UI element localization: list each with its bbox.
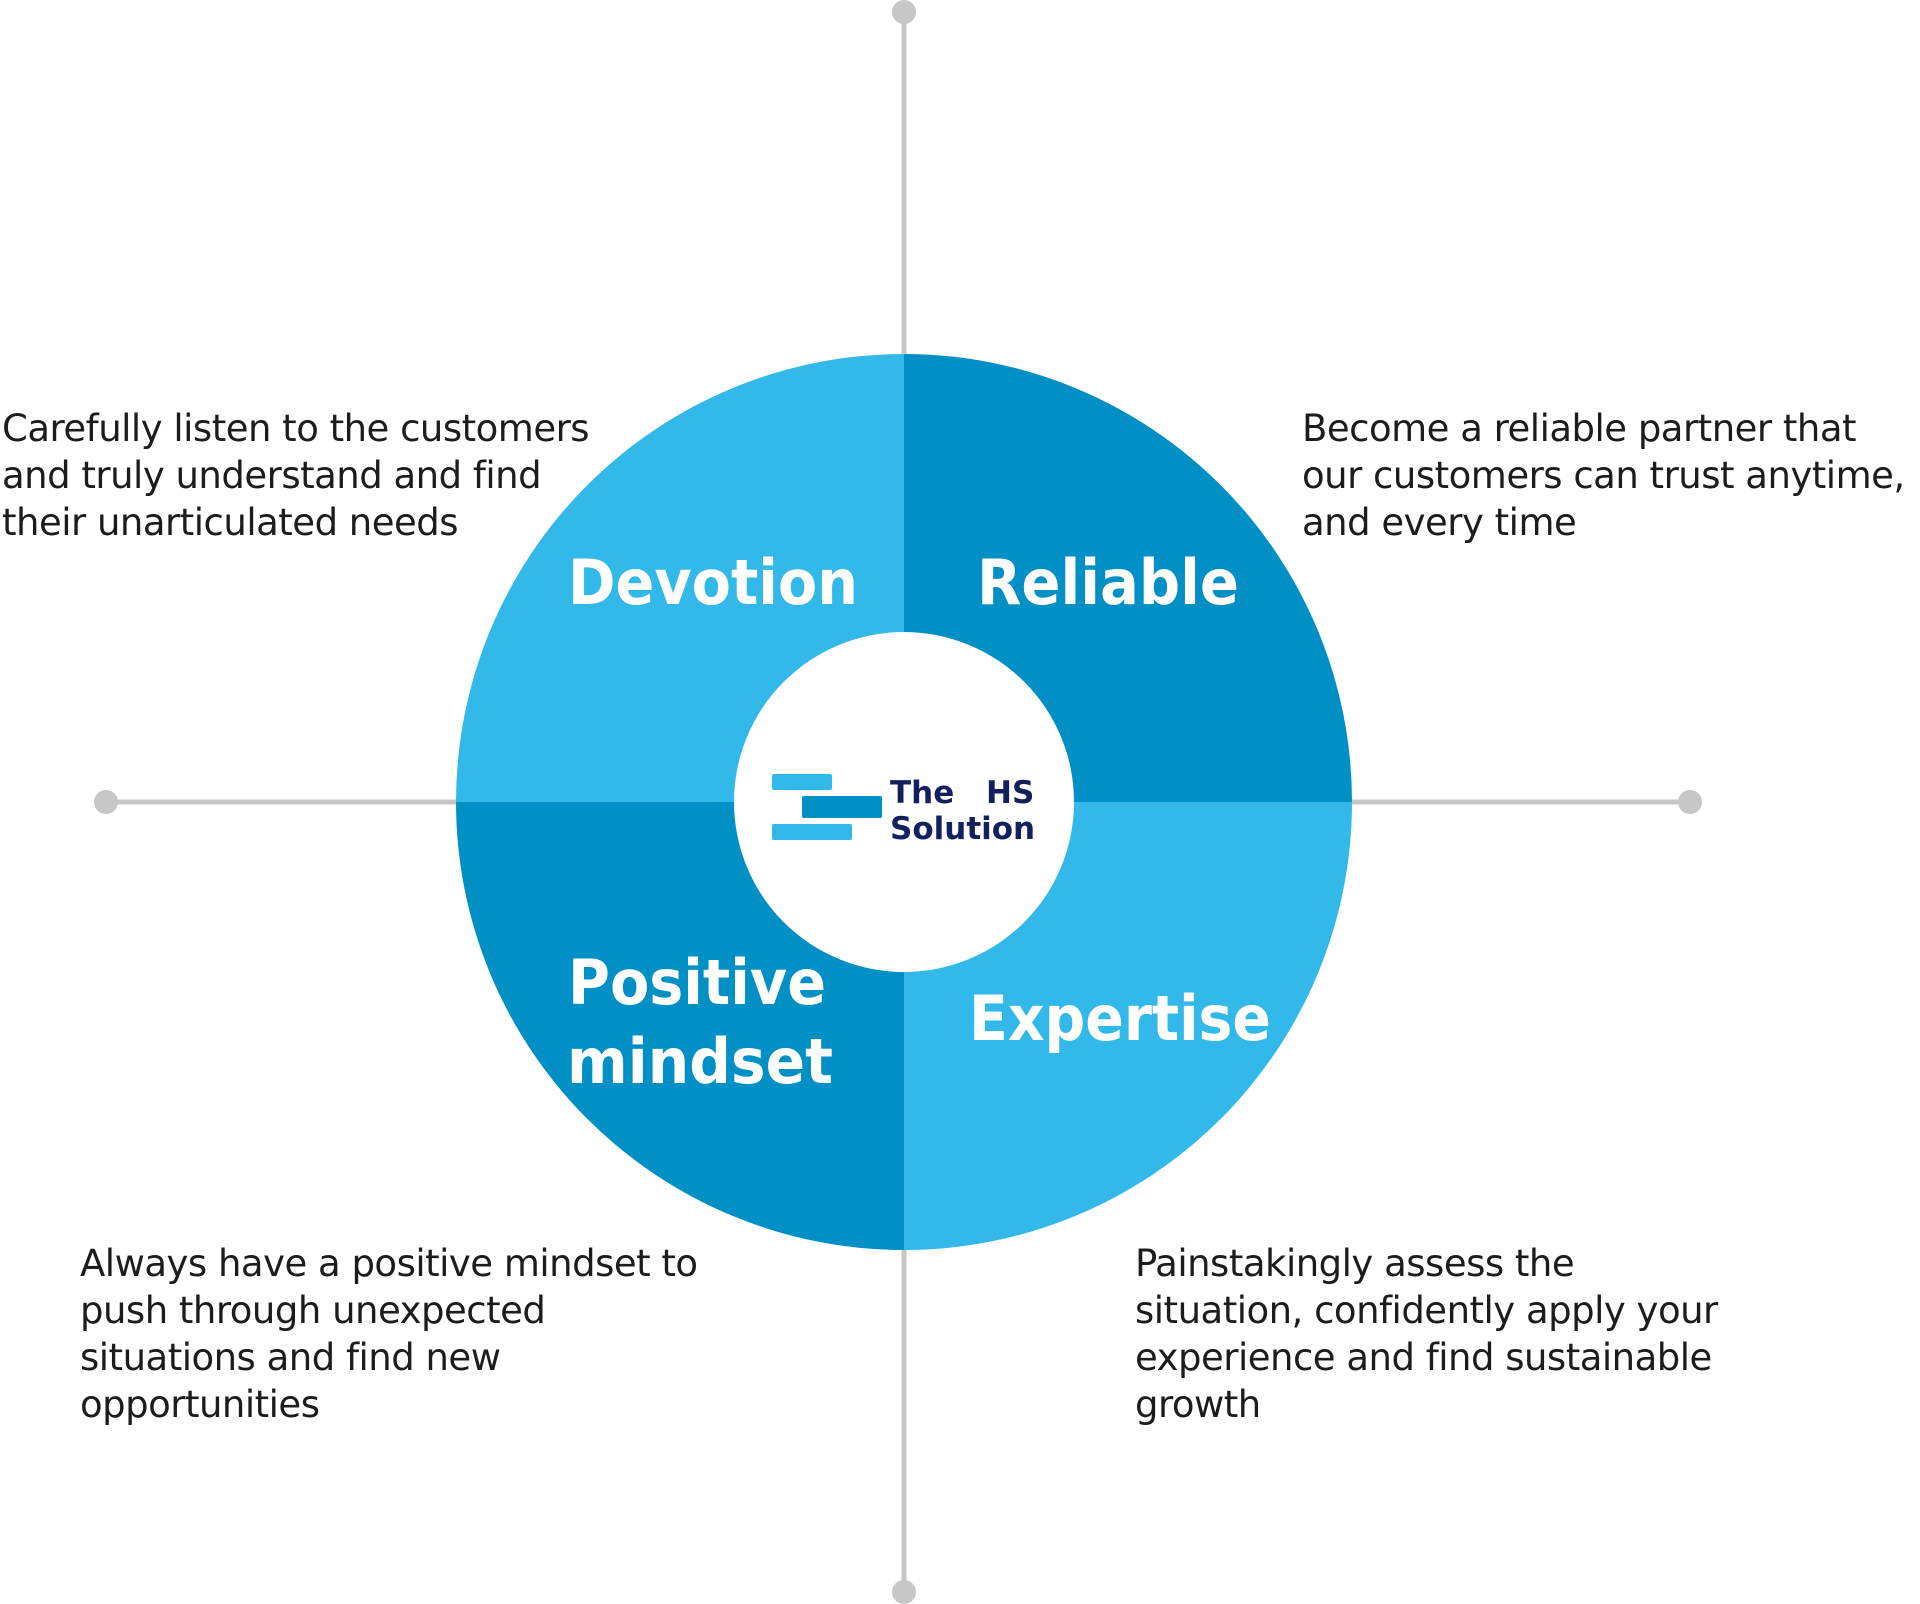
axis-end-dot-top — [892, 0, 916, 24]
description-line: and every time — [1302, 501, 1577, 544]
description-line: Painstakingly assess the — [1135, 1242, 1575, 1285]
label-devotion: Devotion — [568, 546, 858, 619]
description-line: situations and find new — [80, 1336, 501, 1379]
label-expertise: Expertise — [969, 982, 1271, 1055]
description-line: push through unexpected — [80, 1289, 546, 1332]
axis-end-dot-left — [94, 790, 118, 814]
logo-word-hs: HS — [986, 775, 1034, 811]
center-hub — [734, 632, 1074, 972]
logo-mark-icon — [772, 774, 882, 840]
axis-end-dot-bottom — [892, 1580, 916, 1604]
description-reliable: Become a reliable partner that our custo… — [1302, 405, 1905, 546]
description-line: experience and find sustainable — [1135, 1336, 1712, 1379]
logo-word-the: The — [890, 775, 954, 811]
description-line: growth — [1135, 1383, 1261, 1426]
description-line: opportunities — [80, 1383, 320, 1426]
axis-end-dot-right — [1678, 790, 1702, 814]
label-reliable: Reliable — [977, 546, 1239, 619]
description-line: their unarticulated needs — [2, 501, 459, 544]
description-devotion: Carefully listen to the customers and tr… — [2, 405, 590, 546]
description-positive-mindset: Always have a positive mindset to push t… — [80, 1240, 698, 1428]
description-line: our customers can trust anytime, — [1302, 454, 1905, 497]
description-line: Always have a positive mindset to — [80, 1242, 698, 1285]
description-line: Become a reliable partner that — [1302, 407, 1857, 450]
description-expertise: Painstakingly assess the situation, conf… — [1135, 1240, 1718, 1428]
description-line: situation, confidently apply your — [1135, 1289, 1718, 1332]
label-mindset: mindset — [567, 1025, 833, 1098]
description-line: and truly understand and find — [2, 454, 542, 497]
label-positive: Positive — [568, 946, 826, 1019]
description-line: Carefully listen to the customers — [2, 407, 590, 450]
logo-word-solution: Solution — [890, 811, 1035, 847]
